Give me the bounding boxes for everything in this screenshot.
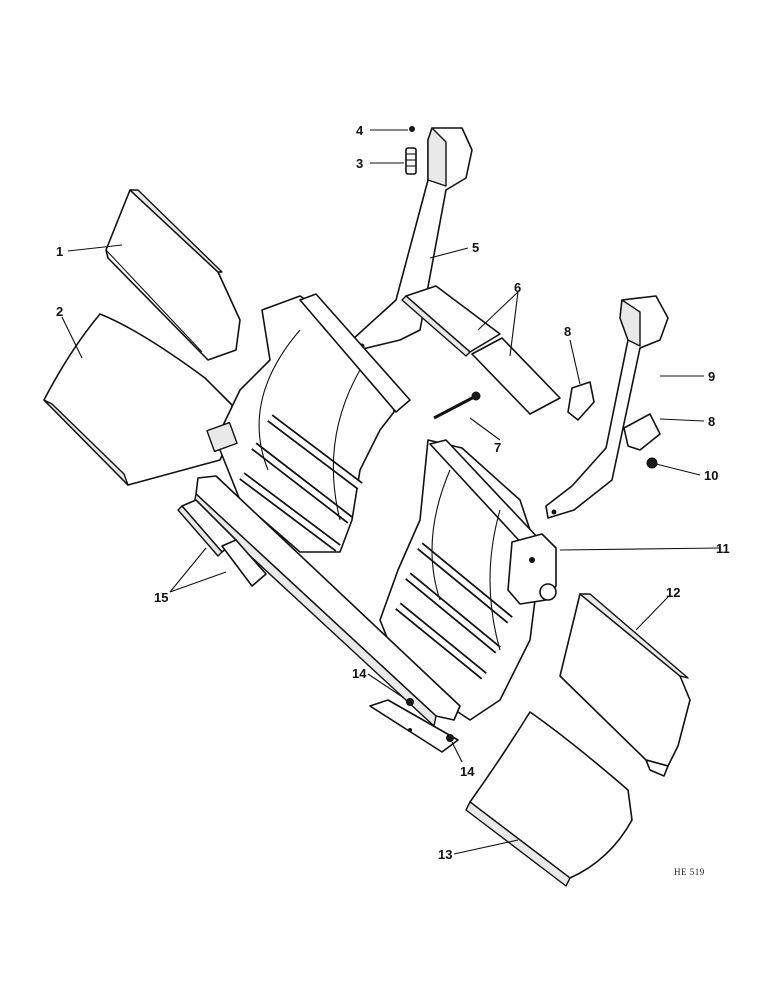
part-6-plates	[401, 285, 561, 415]
part-4-pin	[409, 126, 415, 132]
callout-3: 3	[356, 156, 363, 171]
callout-leaders	[61, 129, 721, 855]
part-8-bracket-upper	[567, 381, 595, 421]
callout-8-lower: 8	[708, 414, 715, 429]
frame-rollers-left	[239, 414, 363, 552]
callout-10: 10	[704, 468, 718, 483]
part-14-plate	[369, 698, 459, 753]
callout-9: 9	[708, 369, 715, 384]
callout-4: 4	[356, 123, 364, 138]
part-5-support-arm	[349, 127, 473, 353]
callout-2: 2	[56, 304, 63, 319]
callout-15: 15	[154, 590, 168, 605]
part-2-curved-shield	[43, 313, 233, 486]
part-10-nut	[646, 457, 658, 469]
part-3-spring	[405, 147, 417, 175]
callout-labels: 1 2 3 4 5 6 7 8 8 9 10 11 12 13 14 14 15	[56, 123, 730, 862]
frame-rollers-right	[395, 542, 513, 680]
part-7-bolt	[433, 391, 481, 420]
callout-12: 12	[666, 585, 680, 600]
part-12-shield	[559, 593, 691, 777]
part-9-support-arm	[545, 295, 669, 519]
callout-8-upper: 8	[564, 324, 571, 339]
callout-7: 7	[494, 440, 501, 455]
callout-11: 11	[716, 541, 730, 556]
callout-5: 5	[472, 240, 479, 255]
callout-13: 13	[438, 847, 452, 862]
callout-14-upper: 14	[352, 666, 367, 681]
callout-14-lower: 14	[460, 764, 475, 779]
part-8-bracket-lower	[623, 413, 661, 451]
figure-code: HE 519	[674, 867, 705, 877]
callout-6: 6	[514, 280, 521, 295]
part-1-shield	[105, 189, 241, 361]
main-frame	[193, 293, 541, 727]
part-11-housing	[507, 533, 557, 605]
part-15-bars	[177, 499, 267, 587]
callout-1: 1	[56, 244, 63, 259]
part-13-curved-shield	[465, 711, 633, 887]
